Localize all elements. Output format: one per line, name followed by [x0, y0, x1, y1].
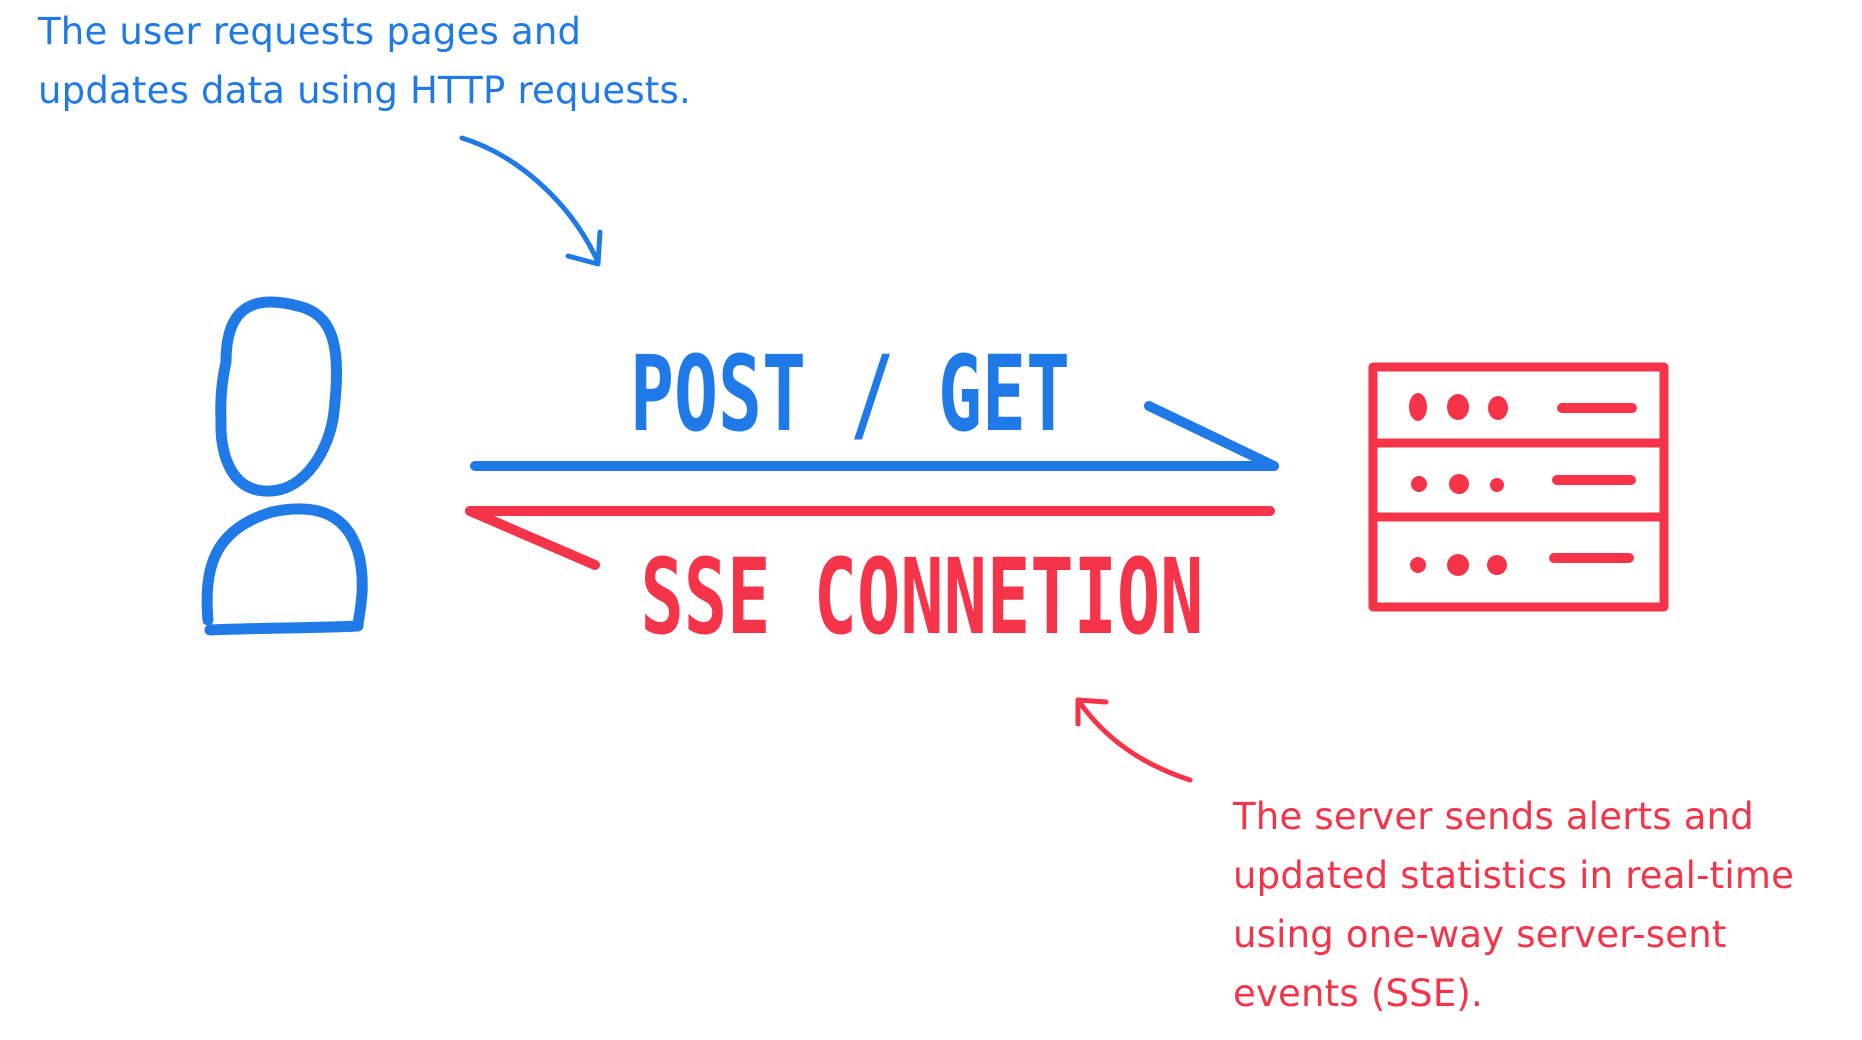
server-rack-icon — [1368, 362, 1669, 612]
user-request-annotation: The user requests pages and updates data… — [38, 2, 691, 120]
annotation-line: updates data using HTTP requests. — [38, 69, 691, 112]
annotation-line: using one-way server-sent — [1233, 913, 1727, 956]
annotation-line: The user requests pages and — [38, 10, 582, 53]
server-unit-bottom — [1410, 553, 1634, 576]
top-pointer-arrow — [459, 135, 603, 267]
server-unit-middle — [1411, 474, 1636, 494]
server-sse-annotation: The server sends alerts and updated stat… — [1233, 787, 1794, 1023]
request-method-label: POST / GET — [630, 333, 1070, 455]
server-unit-top — [1409, 393, 1637, 421]
bottom-pointer-arrow — [1075, 697, 1193, 783]
user-icon — [201, 296, 368, 636]
connection-label: SSE CONNETION — [641, 536, 1204, 658]
annotation-line: updated statistics in real-time — [1233, 854, 1795, 897]
request-arrow — [470, 401, 1279, 471]
sse-arrow — [465, 506, 1275, 570]
annotation-line: events (SSE). — [1233, 972, 1484, 1015]
annotation-line: The server sends alerts and — [1233, 795, 1754, 838]
